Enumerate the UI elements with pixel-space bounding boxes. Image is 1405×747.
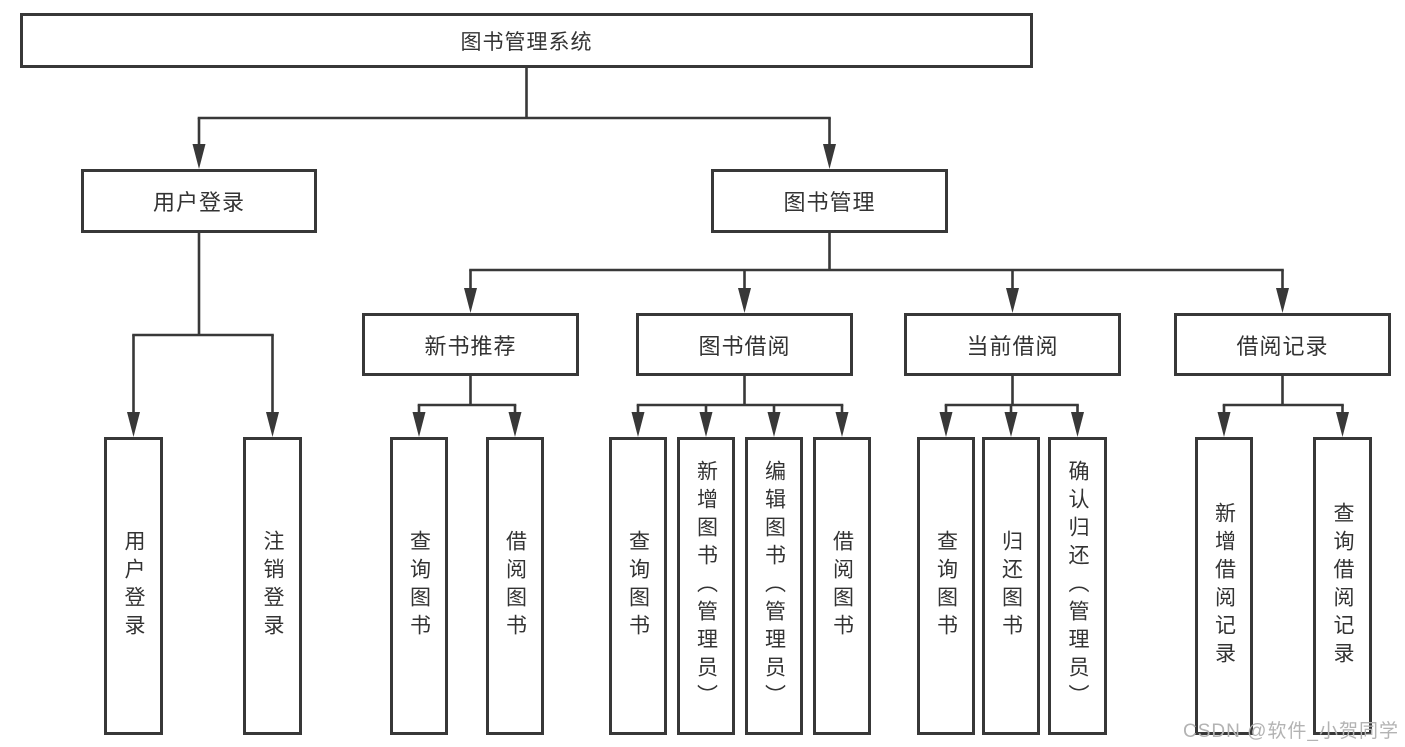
node-label: 查询图书 bbox=[407, 530, 431, 642]
node-rec-query: 查询图书 bbox=[390, 437, 448, 735]
node-user-logout: 注销登录 bbox=[243, 437, 302, 735]
arrowhead-icon bbox=[767, 412, 781, 437]
node-label: 用户登录 bbox=[152, 190, 245, 215]
node-bor-add: 新增图书（管理员） bbox=[677, 437, 735, 735]
arrowhead-icon bbox=[412, 412, 426, 437]
arrowhead-icon bbox=[508, 412, 522, 437]
node-label: 借阅记录 bbox=[1236, 333, 1329, 359]
node-cur-confirm: 确认归还（管理员） bbox=[1048, 437, 1107, 735]
node-label: 借阅图书 bbox=[503, 530, 527, 642]
arrowhead-icon bbox=[192, 144, 206, 169]
node-bor-edit: 编辑图书（管理员） bbox=[745, 437, 803, 735]
node-mgmt: 图书管理 bbox=[711, 169, 948, 233]
node-rec-borrow: 借阅图书 bbox=[486, 437, 544, 735]
node-root: 图书管理系统 bbox=[20, 13, 1033, 68]
node-bor-borrow: 借阅图书 bbox=[813, 437, 871, 735]
node-user-login: 用户登录 bbox=[104, 437, 163, 735]
node-cur-return: 归还图书 bbox=[982, 437, 1040, 735]
arrowhead-icon bbox=[1217, 412, 1231, 437]
arrowhead-icon bbox=[699, 412, 713, 437]
node-label: 用户登录 bbox=[122, 530, 145, 642]
node-label: 图书管理 bbox=[783, 190, 876, 215]
arrowhead-icon bbox=[631, 412, 645, 437]
node-label: 编辑图书（管理员） bbox=[762, 460, 786, 712]
node-record-query: 查询借阅记录 bbox=[1313, 437, 1372, 735]
node-label: 图书借阅 bbox=[698, 333, 791, 359]
node-label: 借阅图书 bbox=[830, 530, 854, 642]
arrowhead-icon bbox=[464, 288, 477, 313]
watermark: CSDN @软件_小贺同学 bbox=[1183, 721, 1399, 742]
arrowhead-icon bbox=[1006, 288, 1019, 313]
node-bor-query: 查询图书 bbox=[609, 437, 667, 735]
node-label: 查询借阅记录 bbox=[1331, 502, 1354, 670]
node-borrow: 图书借阅 bbox=[636, 313, 853, 376]
node-label: 归还图书 bbox=[999, 530, 1023, 642]
node-current: 当前借阅 bbox=[904, 313, 1121, 376]
arrowhead-icon bbox=[1276, 288, 1289, 313]
node-user: 用户登录 bbox=[81, 169, 317, 233]
arrowhead-icon bbox=[127, 412, 140, 437]
node-label: 注销登录 bbox=[261, 530, 284, 642]
node-label: 确认归还（管理员） bbox=[1066, 460, 1089, 712]
node-label: 查询图书 bbox=[934, 530, 958, 642]
node-label: 当前借阅 bbox=[966, 333, 1059, 359]
node-cur-query: 查询图书 bbox=[917, 437, 975, 735]
arrowhead-icon bbox=[738, 288, 751, 313]
arrowhead-icon bbox=[823, 144, 836, 169]
node-label: 新增图书（管理员） bbox=[694, 460, 718, 712]
arrowhead-icon bbox=[1004, 412, 1018, 437]
arrowhead-icon bbox=[1071, 412, 1084, 437]
node-record: 借阅记录 bbox=[1174, 313, 1391, 376]
node-label: 新书推荐 bbox=[424, 333, 517, 359]
node-label: 新增借阅记录 bbox=[1212, 502, 1236, 670]
arrowhead-icon bbox=[939, 412, 953, 437]
arrowhead-icon bbox=[266, 412, 279, 437]
node-label: 查询图书 bbox=[626, 530, 650, 642]
node-label: 图书管理系统 bbox=[460, 30, 593, 54]
node-recommend: 新书推荐 bbox=[362, 313, 579, 376]
node-record-add: 新增借阅记录 bbox=[1195, 437, 1253, 735]
arrowhead-icon bbox=[835, 412, 849, 437]
arrowhead-icon bbox=[1336, 412, 1349, 437]
